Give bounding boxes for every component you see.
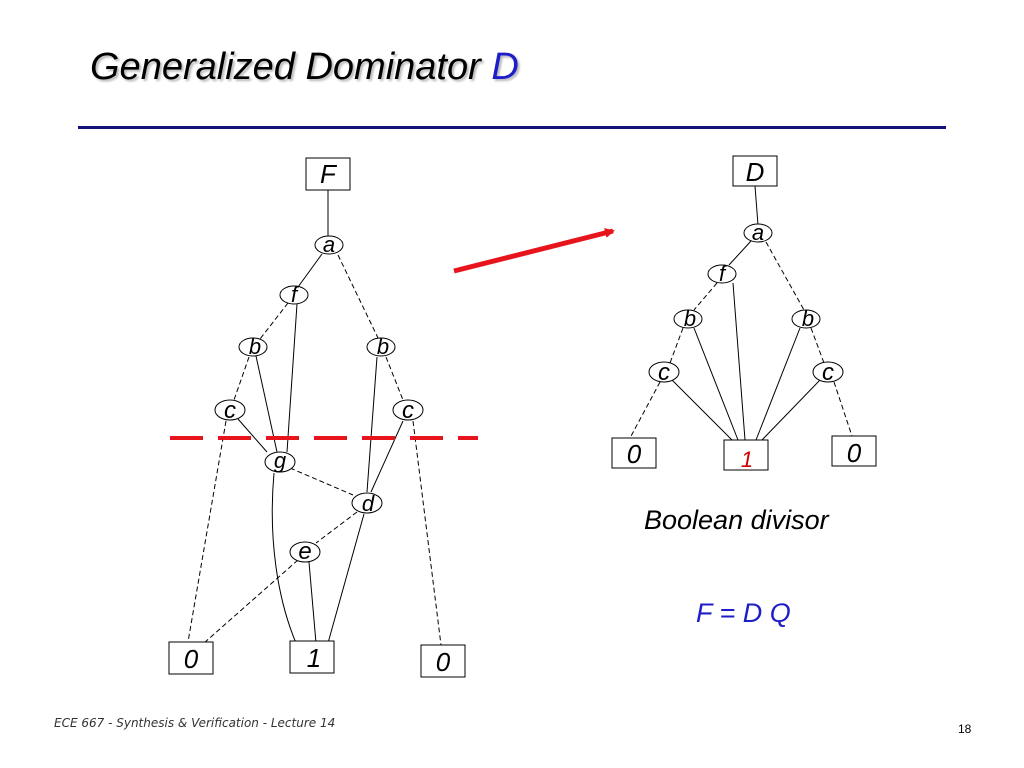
edge-f-g [286, 303, 298, 453]
root-label-D: D [746, 157, 765, 187]
r-edge-b1-one [693, 327, 739, 441]
r-terminal-one-label: 1 [741, 447, 753, 472]
title-accent: D [491, 46, 519, 88]
r-node-b-left-label: b [684, 306, 696, 331]
r-node-c-right-label: c [822, 359, 834, 386]
r-terminal-zero-right-label: 0 [847, 438, 862, 468]
node-e: e [289, 538, 321, 565]
r-node-b-right-label: b [802, 306, 814, 331]
r-terminal-one: 1 [723, 439, 769, 472]
r-edge-c2-one [761, 379, 821, 441]
node-f: f [279, 282, 309, 307]
node-c-left: c [214, 397, 246, 424]
edge-e-zero [203, 559, 299, 644]
terminal-zero-left-label: 0 [184, 644, 199, 674]
r-edge-f-b1 [693, 282, 718, 311]
title-rule [78, 126, 946, 129]
r-terminal-zero-left: 0 [611, 437, 657, 469]
r-edge-c2-zero [833, 381, 853, 437]
node-a-label: a [323, 232, 335, 257]
edge-c1-zero [187, 420, 227, 643]
terminal-zero-left: 0 [168, 641, 214, 675]
edge-c2-zero [412, 420, 442, 646]
node-b-left: b [238, 334, 268, 359]
node-c-right-label: c [402, 397, 414, 424]
footer-text: ECE 667 - Synthesis & Verification - Lec… [54, 716, 336, 730]
r-node-a: a [743, 220, 773, 245]
edge-d-one [327, 513, 365, 644]
left-graph-edges [187, 190, 442, 646]
formula-caption: F = D Q [696, 598, 791, 628]
transform-arrow [453, 228, 615, 274]
r-node-b-left: b [673, 306, 703, 331]
r-node-f-label: f [719, 261, 728, 286]
r-edge-D-a [754, 185, 759, 226]
boolean-divisor-caption: Boolean divisor [644, 505, 829, 535]
r-edge-b2-c2 [810, 327, 825, 364]
root-box-F: F [305, 157, 351, 191]
node-e-label: e [298, 538, 311, 565]
r-node-b-right: b [791, 306, 821, 331]
node-d-label: d [362, 491, 375, 516]
node-d: d [351, 491, 383, 516]
r-edge-a-f [728, 240, 752, 266]
edge-d-e [315, 511, 358, 544]
edge-g-d [289, 467, 354, 496]
r-node-f: f [707, 261, 737, 286]
r-terminal-zero-left-label: 0 [627, 439, 642, 469]
title-text: Generalized Dominator [90, 46, 481, 88]
right-graph-edges [629, 185, 853, 441]
slide-title: Generalized Dominator D [90, 46, 519, 89]
r-node-c-right: c [812, 359, 844, 386]
r-node-a-label: a [752, 220, 764, 245]
r-edge-b1-c1 [669, 327, 684, 364]
root-box-D: D [732, 155, 778, 187]
edge-c2-d [370, 420, 404, 493]
left-graph-nodes: F a f b b c c [168, 157, 466, 678]
edge-f-b1 [259, 302, 289, 340]
r-edge-a-b2 [765, 241, 805, 311]
edge-c1-g [237, 418, 268, 453]
node-g-label: g [274, 448, 287, 473]
node-b-right-label: b [377, 334, 389, 359]
r-edge-b2-one [755, 327, 801, 441]
edge-g-one [271, 472, 297, 644]
terminal-one: 1 [289, 640, 335, 674]
r-node-c-left-label: c [658, 359, 670, 386]
terminal-zero-right: 0 [420, 644, 466, 678]
edge-a-f [297, 253, 323, 288]
r-edge-c1-zero [629, 381, 661, 439]
edge-b2-d [366, 356, 378, 493]
node-b-right: b [366, 334, 396, 359]
node-c-left-label: c [224, 397, 236, 424]
edge-a-b2 [337, 254, 379, 339]
edge-e-one [308, 561, 317, 644]
r-edge-f-one [732, 282, 746, 441]
terminal-zero-right-label: 0 [436, 647, 451, 677]
node-a: a [314, 232, 344, 257]
page-number: 18 [958, 722, 972, 736]
node-c-right: c [392, 397, 424, 424]
node-g: g [264, 448, 296, 473]
root-label-F: F [320, 159, 338, 189]
edge-b1-c1 [233, 356, 250, 401]
r-terminal-zero-right: 0 [831, 435, 877, 468]
r-edge-c1-one [671, 379, 733, 441]
node-b-left-label: b [249, 334, 261, 359]
node-f-label: f [291, 282, 300, 307]
edge-b2-c2 [385, 356, 404, 401]
right-graph-nodes: D a f b b c c [611, 155, 877, 472]
terminal-one-label: 1 [307, 643, 321, 673]
r-node-c-left: c [648, 359, 680, 386]
